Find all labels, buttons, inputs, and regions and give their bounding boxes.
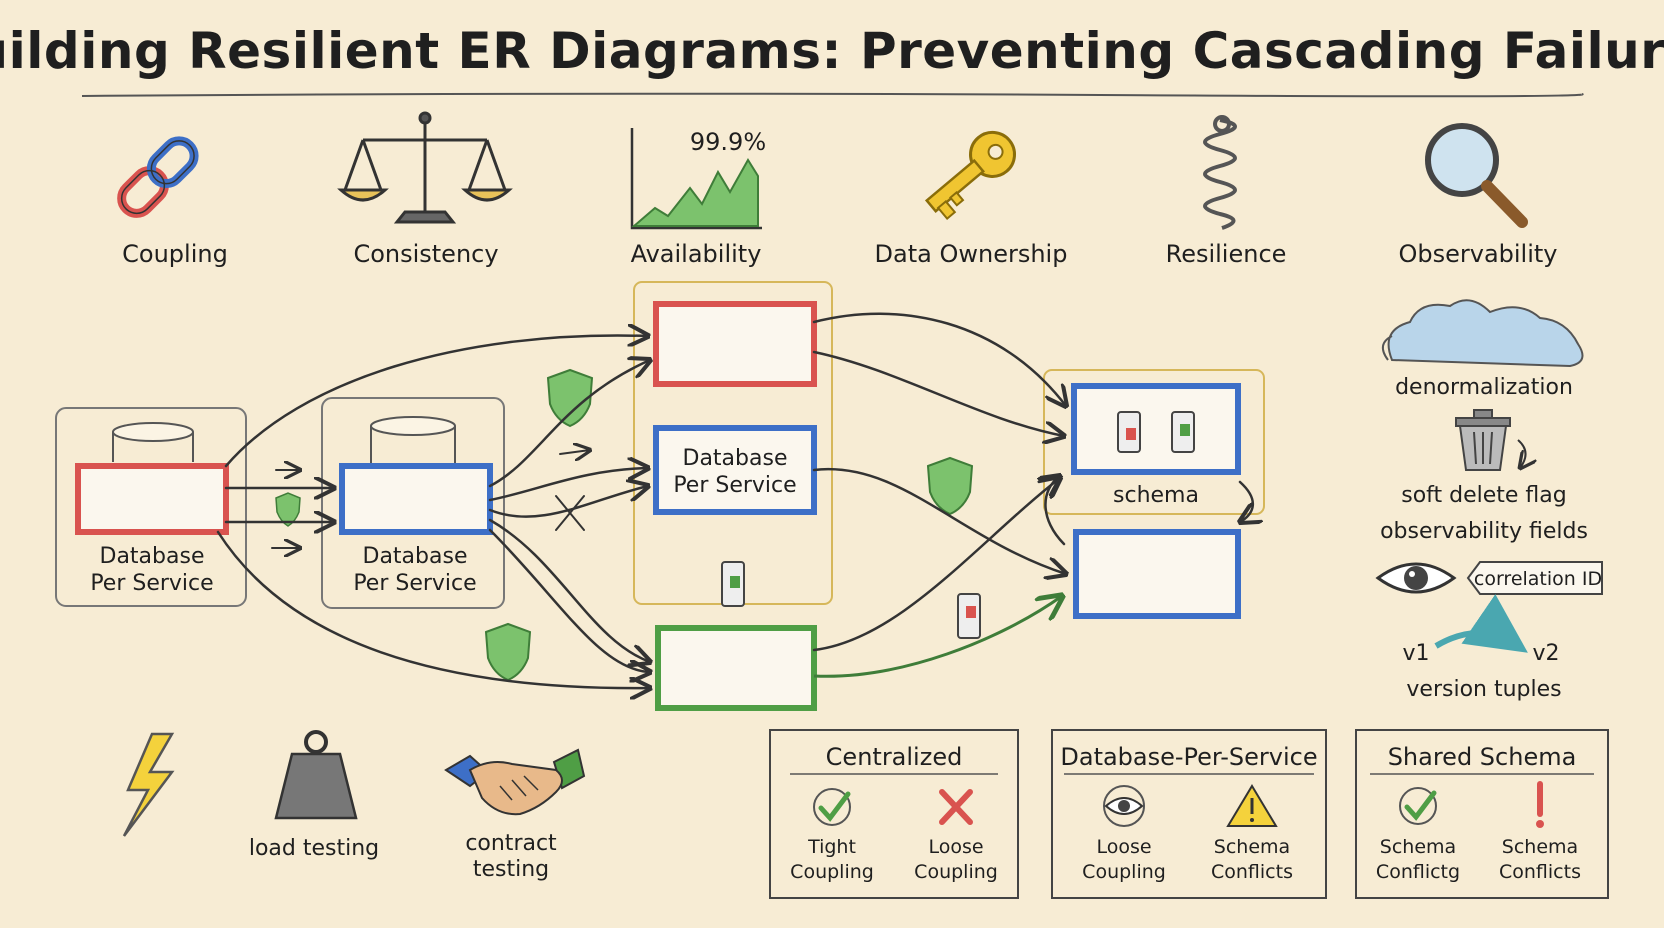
relationship-connectors — [216, 312, 1253, 688]
panel-item-label: Loose — [928, 836, 983, 858]
panel-item-label: Tight — [807, 836, 856, 858]
panel-item-label: Coupling — [790, 861, 874, 883]
page-title: Building Resilient ER Diagrams: Preventi… — [0, 22, 1664, 80]
chain-link-icon — [117, 136, 199, 218]
panel-item-label: Conflicts — [1499, 861, 1581, 883]
version-arrow-icon — [1434, 594, 1528, 653]
green-connector — [813, 596, 1062, 678]
concept-label-availability: Availability — [631, 240, 762, 268]
concept-label-resilience: Resilience — [1166, 240, 1287, 268]
middle-service-group — [321, 397, 505, 609]
entity-blue-middle[interactable] — [339, 463, 493, 535]
middle-group-label: Database — [363, 544, 468, 569]
availability-value: 99.9% — [690, 128, 766, 156]
entity-green-center[interactable] — [655, 625, 817, 711]
panel-item-label: Schema — [1502, 836, 1578, 858]
entity-red-center[interactable] — [653, 301, 817, 387]
cross-icon — [939, 789, 973, 825]
denormalization-label: denormalization — [1395, 375, 1573, 400]
uptime-chart-icon — [630, 128, 762, 230]
left-service-group — [55, 407, 247, 607]
panel-item-label: Loose — [1096, 836, 1151, 858]
contract-testing-label-2: testing — [473, 857, 549, 882]
handshake-icon — [444, 748, 586, 816]
panel-item-label: Coupling — [1082, 861, 1166, 883]
weight-icon — [274, 730, 358, 820]
center-box-label-2: Per Service — [673, 473, 796, 498]
magnifier-icon — [1425, 123, 1528, 228]
panel-item-label: Conflictg — [1376, 861, 1460, 883]
shield-icon — [546, 368, 594, 428]
version-tuples-label: version tuples — [1406, 677, 1561, 702]
warning-icon — [1226, 784, 1278, 827]
center-box-label: Database — [683, 446, 788, 471]
toggle-switch-on-icon — [721, 561, 745, 607]
spring-icon — [1203, 115, 1237, 230]
check-icon — [1399, 787, 1437, 825]
soft-delete-label: soft delete flag — [1401, 483, 1567, 508]
cloud-icon — [1381, 299, 1584, 368]
entity-red-left[interactable] — [75, 463, 229, 535]
trash-can-icon — [1455, 409, 1526, 470]
panel-item-label: Schema — [1214, 836, 1290, 858]
panel-item-label: Schema — [1380, 836, 1456, 858]
panel-item-label: Conflicts — [1211, 861, 1293, 883]
schema-label: schema — [1113, 483, 1199, 508]
database-cylinder-icon — [112, 422, 194, 462]
entity-blue-schema-bottom[interactable] — [1073, 529, 1241, 619]
shield-icon — [926, 456, 974, 516]
comparison-panel-database-per-service — [1051, 729, 1327, 899]
eye-icon — [1375, 562, 1457, 594]
panel-title: Database-Per-Service — [1060, 743, 1317, 771]
shield-icon — [484, 622, 532, 682]
comparison-panel-shared-schema — [1355, 729, 1609, 899]
version-v2-label: v2 — [1532, 641, 1559, 666]
correlation-id-tag — [1466, 561, 1603, 595]
concept-label-coupling: Coupling — [122, 240, 228, 268]
toggle-switch-off-icon — [1117, 411, 1141, 453]
observability-fields-label: observability fields — [1380, 519, 1588, 544]
check-icon — [813, 788, 851, 826]
left-group-label-2: Per Service — [90, 571, 213, 596]
title-underline — [81, 92, 1584, 98]
toggle-switch-on-icon — [1171, 411, 1195, 453]
contract-testing-label: contract — [465, 831, 557, 856]
key-icon — [924, 130, 1017, 221]
panel-title: Centralized — [826, 743, 963, 771]
exclamation-icon — [1536, 781, 1544, 828]
database-cylinder-icon — [370, 416, 456, 466]
balance-scale-icon — [337, 111, 513, 224]
comparison-panel-centralized — [769, 729, 1019, 899]
toggle-switch-off-icon — [957, 593, 981, 639]
correlation-id-label: correlation ID — [1474, 568, 1602, 590]
middle-group-label-2: Per Service — [353, 571, 476, 596]
concept-label-observability: Observability — [1398, 240, 1557, 268]
panel-item-label: Coupling — [914, 861, 998, 883]
left-group-label: Database — [100, 544, 205, 569]
shield-icon — [275, 492, 301, 527]
panel-title: Shared Schema — [1388, 743, 1577, 771]
lightning-bolt-icon — [122, 732, 175, 837]
load-testing-label: load testing — [249, 836, 379, 861]
eye-icon — [1103, 785, 1145, 827]
concept-label-data-ownership: Data Ownership — [875, 240, 1068, 268]
entity-blue-center[interactable] — [653, 425, 817, 515]
entity-blue-schema-top[interactable] — [1071, 383, 1241, 475]
concept-label-consistency: Consistency — [353, 240, 498, 268]
version-v1-label: v1 — [1402, 641, 1429, 666]
